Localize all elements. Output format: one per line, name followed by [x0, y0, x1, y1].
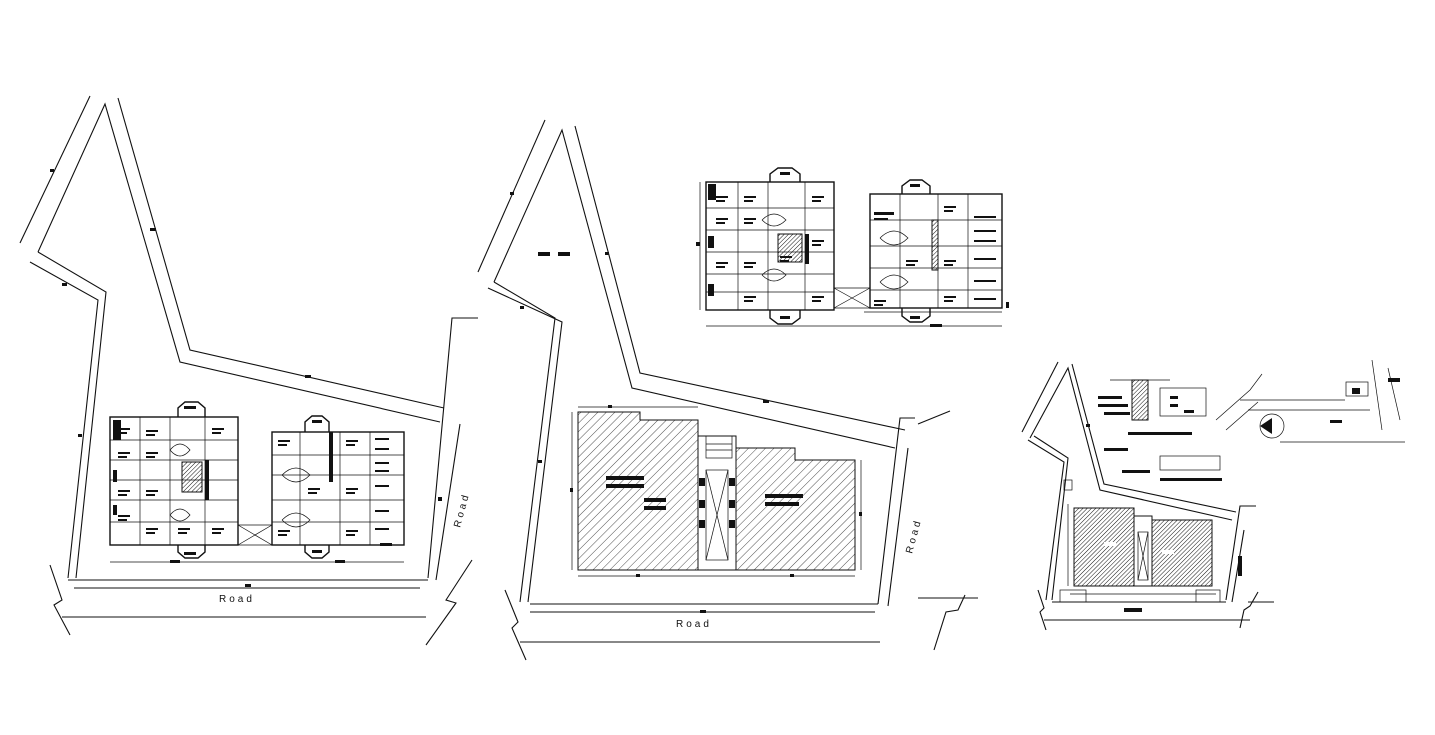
site-plan-right — [1021, 359, 1405, 631]
typical-floor-plan-top — [696, 167, 1009, 327]
floor-plan-block-a — [109, 401, 239, 559]
corridor-left — [237, 524, 273, 546]
key-plan-details — [1098, 359, 1405, 481]
floor-plan-top-block-b — [869, 179, 1003, 327]
dimension-line-top — [696, 182, 1009, 327]
road-label-bottom-left: Road — [219, 594, 255, 605]
road-label-side-left: Road — [452, 491, 472, 529]
plot-boundary-left — [19, 95, 478, 646]
road-label-bottom-center: Road — [676, 619, 712, 630]
corridor-top — [833, 287, 871, 309]
road-label-side-center: Road — [904, 517, 924, 555]
plot-boundary-right — [1021, 361, 1274, 631]
building-footprint-dark — [1067, 504, 1216, 595]
plot-boundary-center — [477, 119, 978, 661]
building-footprint-hatched — [570, 405, 862, 577]
site-plan-center: Road Road — [477, 119, 978, 661]
floor-plan-top-block-a — [705, 167, 835, 325]
site-plan-left: Road Road — [19, 95, 478, 646]
floor-plan-block-b — [271, 415, 405, 559]
dimension-line-left — [110, 560, 404, 563]
